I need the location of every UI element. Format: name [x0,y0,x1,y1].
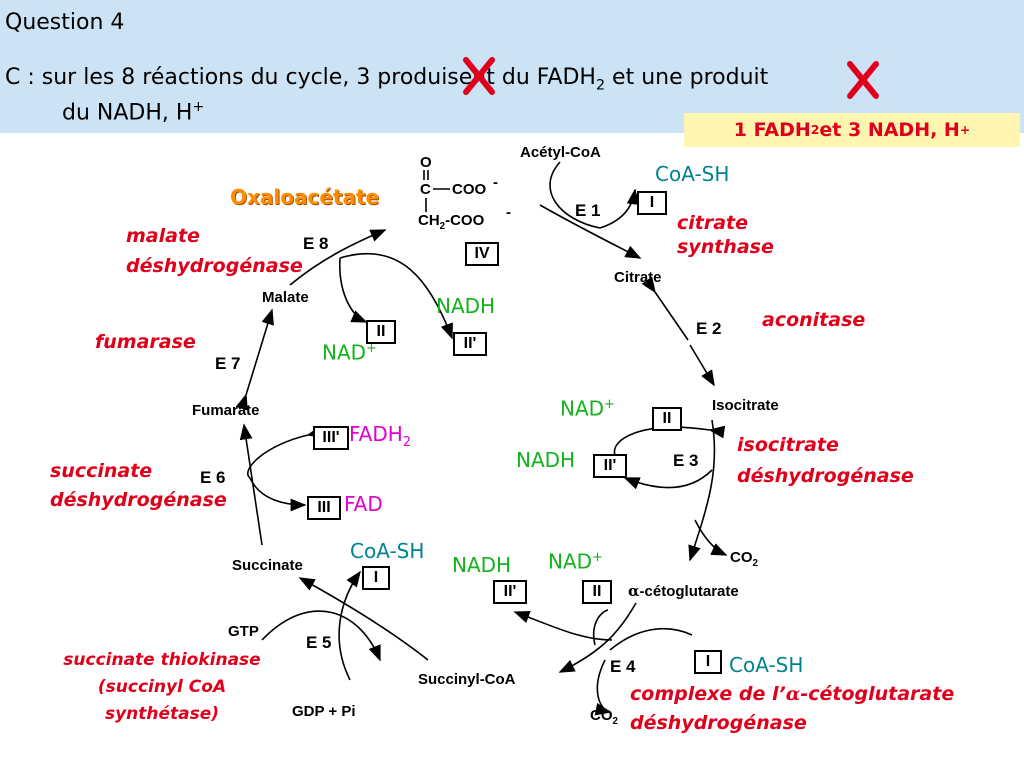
box-iii-prime: III' [313,426,349,450]
malate-dh-line-1: malate [126,225,200,247]
step-e4: E 4 [610,657,636,676]
box-iii: III [307,496,341,520]
arrow-e6 [239,423,263,546]
arrow-e2-a [641,276,689,341]
arrow-e3-nadh [623,469,713,490]
succinate-label: Succinate [232,557,303,574]
arrow-e7 [235,308,274,411]
thiokinase-line-3: synthétase) [104,704,220,724]
step-e5: E 5 [306,633,332,652]
arrow-e6-fadh2 [247,425,324,479]
nad-e8: NAD+ [322,340,377,365]
thiokinase-line-2: (succinyl CoA [97,677,227,697]
arrow-e8-nad [339,257,368,323]
struct-ch2coo: CH2-COO [418,212,485,232]
box-i-e1: I [637,191,667,215]
box-ii-e3: II [652,407,682,431]
isocitrate-label: Isocitrate [712,397,779,414]
gtp-label: GTP [228,623,259,640]
succinate-dh-line-2: déshydrogénase [50,489,227,511]
akg-dh-line-2: déshydrogénase [630,712,807,734]
oxaloacetate-label: Oxaloacétate [230,185,380,209]
box-ii-prime-e8: II' [453,332,487,356]
nad-e4: NAD+ [548,549,603,574]
step-e3: E 3 [673,451,699,470]
gdp-pi-label: GDP + Pi [292,703,356,720]
arrow-co2-1 [694,519,728,556]
arrow-e6-fad [249,477,307,512]
arrow-co2-2 [594,659,612,716]
arrow-e8-nadh [339,252,453,340]
box-ii-e4: II [582,580,612,604]
step-e7: E 7 [215,354,241,373]
co2-label-1: CO2 [730,549,758,569]
box-ii-e8: II [366,320,396,344]
isocitrate-dh-line-2: déshydrogénase [737,465,914,487]
fadh2-e6: FADH2 [349,422,412,450]
box-ii-prime-e3: II' [593,454,627,478]
box-i-e5: I [362,566,390,590]
struct-minus-2: - [506,204,511,221]
succinate-dh-line-1: succinate [50,460,153,482]
arrow-e4-nad [592,609,609,646]
malate-dh-line-2: déshydrogénase [126,255,303,277]
coa-sh-e1: CoA-SH [655,162,730,186]
arrow-coash-out [599,188,640,229]
citrate-synthase-line-2: synthase [677,236,774,258]
arrow-gtp [261,610,381,662]
coa-sh-e5: CoA-SH [350,539,425,563]
nadh-e4: NADH [452,553,512,577]
arrow-e5 [298,577,429,661]
arrow-e4-coa [609,627,693,651]
arrow-e8 [289,229,387,286]
coa-sh-e4: CoA-SH [729,653,804,677]
box-iv: IV [465,242,499,266]
fumarate-label: Fumarate [192,402,260,419]
aconitase-label: aconitase [762,309,866,331]
acetyl-coa-label: Acétyl-CoA [520,144,601,161]
struct-coo: COO [452,181,487,198]
question-title: Question 4 [5,10,125,35]
citrate-label: Citrate [614,269,662,286]
nadh-e3: NADH [516,448,576,472]
arrow-e3-nad [613,425,726,456]
question-line-2: du NADH, H+ [62,99,205,126]
box-ii-prime-e4: II' [493,580,527,604]
akg-dh-line-1: complexe de l’α-cétoglutarate [630,683,955,705]
thiokinase-line-1: succinate thiokinase [63,650,261,670]
struct-c: C [420,181,431,198]
step-e1: E 1 [575,201,601,220]
isocitrate-dh-line-1: isocitrate [737,434,839,456]
step-e6: E 6 [200,468,226,487]
struct-minus-1: - [493,174,498,191]
box-i-e4: I [694,650,722,674]
arrow-acetylcoa-in [549,161,601,229]
step-e2: E 2 [696,319,722,338]
succinyl-coa-label: Succinyl-CoA [418,671,516,688]
arrow-e2-b [689,344,715,387]
question-line-1: C : sur les 8 réactions du cycle, 3 prod… [5,65,769,94]
step-e8: E 8 [303,234,329,253]
co2-label-2: CO2 [590,707,618,727]
nadh-e8: NADH [436,294,496,318]
malate-label: Malate [262,289,309,306]
struct-o: O [420,154,432,171]
arrow-coash-5 [338,570,361,681]
fad-e6: FAD [344,492,383,516]
alpha-ketoglutarate-label: α-cétoglutarate [628,582,739,600]
arrow-e3 [688,419,716,562]
fumarase-label: fumarase [95,331,196,353]
nad-e3: NAD+ [560,396,615,421]
citrate-synthase-line-1: citrate [677,212,749,234]
arrow-e4-nadh [513,611,613,641]
arrow-e1 [539,204,642,259]
